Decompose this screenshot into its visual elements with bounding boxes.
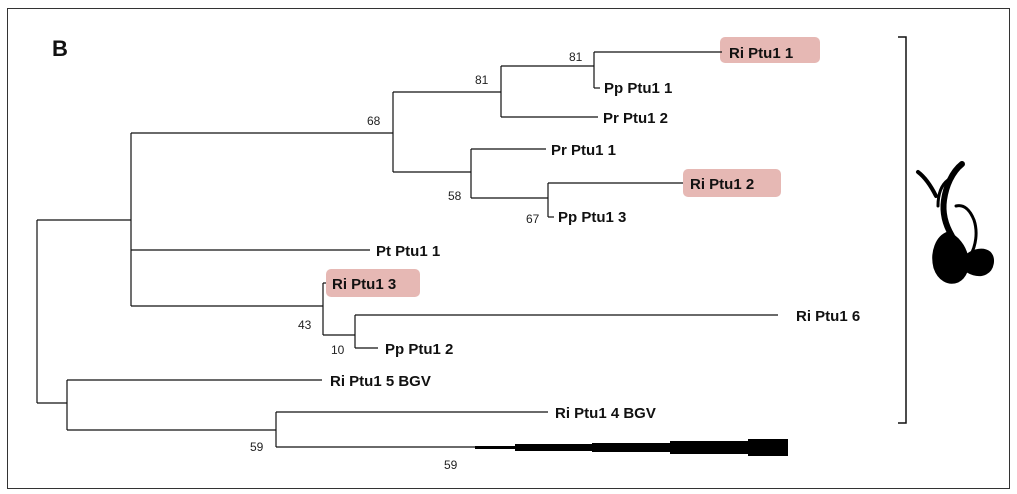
leaf-label-pp-ptu1-3: Pp Ptu1 3 <box>558 209 626 226</box>
support-value-68: 68 <box>367 114 381 128</box>
panel-label: B <box>52 36 68 61</box>
support-value-67: 67 <box>526 212 540 226</box>
support-value-81-outer: 81 <box>475 73 489 87</box>
support-value-81-inner: 81 <box>569 50 583 64</box>
support-value-59-node: 59 <box>250 440 264 454</box>
leaf-label-pt-ptu1-1: Pt Ptu1 1 <box>376 243 440 260</box>
leaf-label-ri-ptu1-4-bgv: Ri Ptu1 4 BGV <box>555 405 656 422</box>
figure-frame <box>7 8 1010 489</box>
support-value-59-clade: 59 <box>444 458 458 472</box>
leaf-label-ri-ptu1-5-bgv: Ri Ptu1 5 BGV <box>330 373 431 390</box>
collapsed-clade-bar <box>475 439 788 456</box>
highlight-ri-ptu1-3 <box>326 269 420 297</box>
leaf-label-pp-ptu1-2: Pp Ptu1 2 <box>385 341 453 358</box>
highlight-ri-ptu1-2 <box>683 169 781 197</box>
support-value-10: 10 <box>331 343 345 357</box>
leaf-label-ri-ptu1-3: Ri Ptu1 3 <box>332 276 396 293</box>
leaf-label-ri-ptu1-1: Ri Ptu1 1 <box>729 45 793 62</box>
support-value-43: 43 <box>298 318 312 332</box>
fungus-silhouette-icon <box>916 161 994 284</box>
leaf-label-pr-ptu1-1: Pr Ptu1 1 <box>551 142 616 159</box>
leaf-label-pp-ptu1-1: Pp Ptu1 1 <box>604 80 672 97</box>
tree-branches <box>36 51 778 448</box>
clade-bracket <box>898 36 907 424</box>
leaf-label-ri-ptu1-6: Ri Ptu1 6 <box>796 308 860 325</box>
leaf-label-pr-ptu1-2: Pr Ptu1 2 <box>603 110 668 127</box>
support-value-58: 58 <box>448 189 462 203</box>
leaf-label-ri-ptu1-2: Ri Ptu1 2 <box>690 176 754 193</box>
highlight-ri-ptu1-1 <box>720 37 820 63</box>
